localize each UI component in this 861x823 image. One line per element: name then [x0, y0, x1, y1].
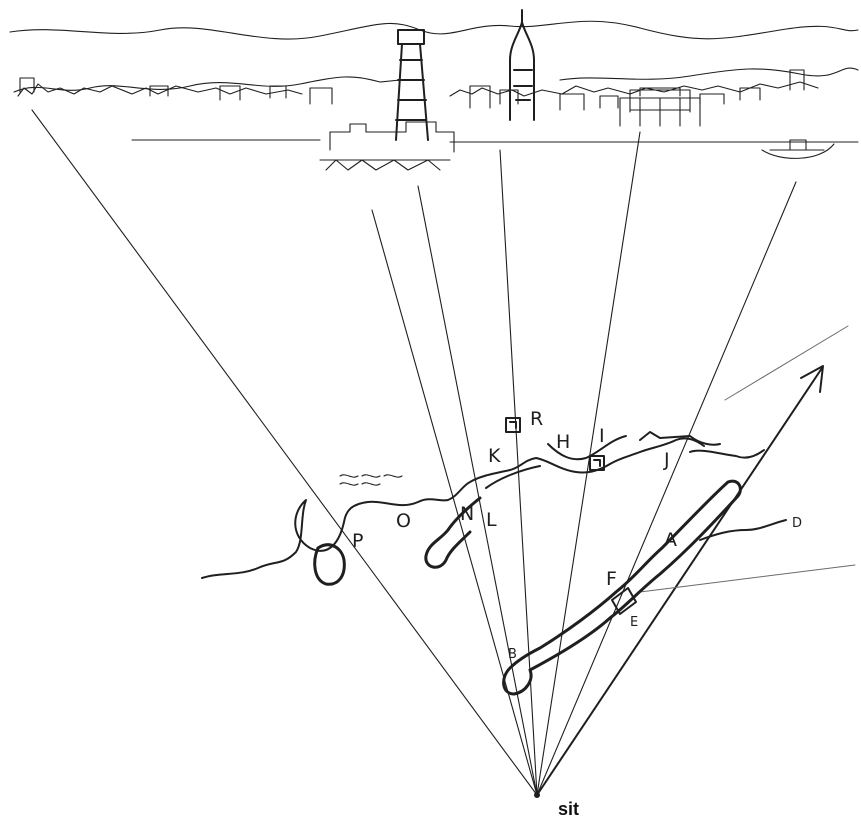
- point-labels: R H I K J N L O P A F E B D sit: [352, 408, 802, 819]
- direction-arrow-line: [537, 368, 822, 795]
- mountain-ridge-line: [10, 21, 858, 39]
- harbour-building: [620, 98, 700, 126]
- hills-line: [14, 68, 858, 92]
- city-panorama: [10, 10, 858, 170]
- label-J: J: [663, 449, 670, 471]
- faint-guide-line-1: [725, 326, 848, 400]
- label-E: E: [630, 615, 638, 630]
- building-R: [506, 418, 520, 432]
- label-D: D: [792, 516, 802, 531]
- sight-line-1: [32, 110, 537, 795]
- label-F: F: [606, 568, 617, 590]
- horizon-line: [132, 140, 858, 142]
- label-H: H: [556, 431, 570, 453]
- label-I: I: [599, 425, 605, 447]
- town-rooftops: [18, 82, 818, 96]
- label-L: L: [486, 509, 497, 531]
- faint-guide-line-2: [640, 565, 855, 592]
- boat: [762, 140, 834, 158]
- label-B: B: [508, 647, 517, 662]
- label-A: A: [664, 529, 677, 551]
- label-O: O: [396, 510, 411, 532]
- harbour-fortress: [320, 122, 454, 170]
- sit-point: [534, 792, 540, 798]
- coastline: [202, 438, 704, 578]
- pier-loop: [504, 481, 741, 694]
- lighthouse: [396, 30, 428, 140]
- label-K: K: [488, 445, 501, 467]
- coastline-map: [202, 418, 786, 798]
- sight-line-6: [537, 182, 796, 795]
- label-N: N: [460, 503, 474, 525]
- waves: [340, 475, 402, 485]
- label-R: R: [530, 408, 543, 430]
- sight-lines: [32, 110, 855, 795]
- sight-line-2: [372, 210, 537, 795]
- label-sit: sit: [558, 799, 579, 819]
- label-P: P: [352, 530, 363, 552]
